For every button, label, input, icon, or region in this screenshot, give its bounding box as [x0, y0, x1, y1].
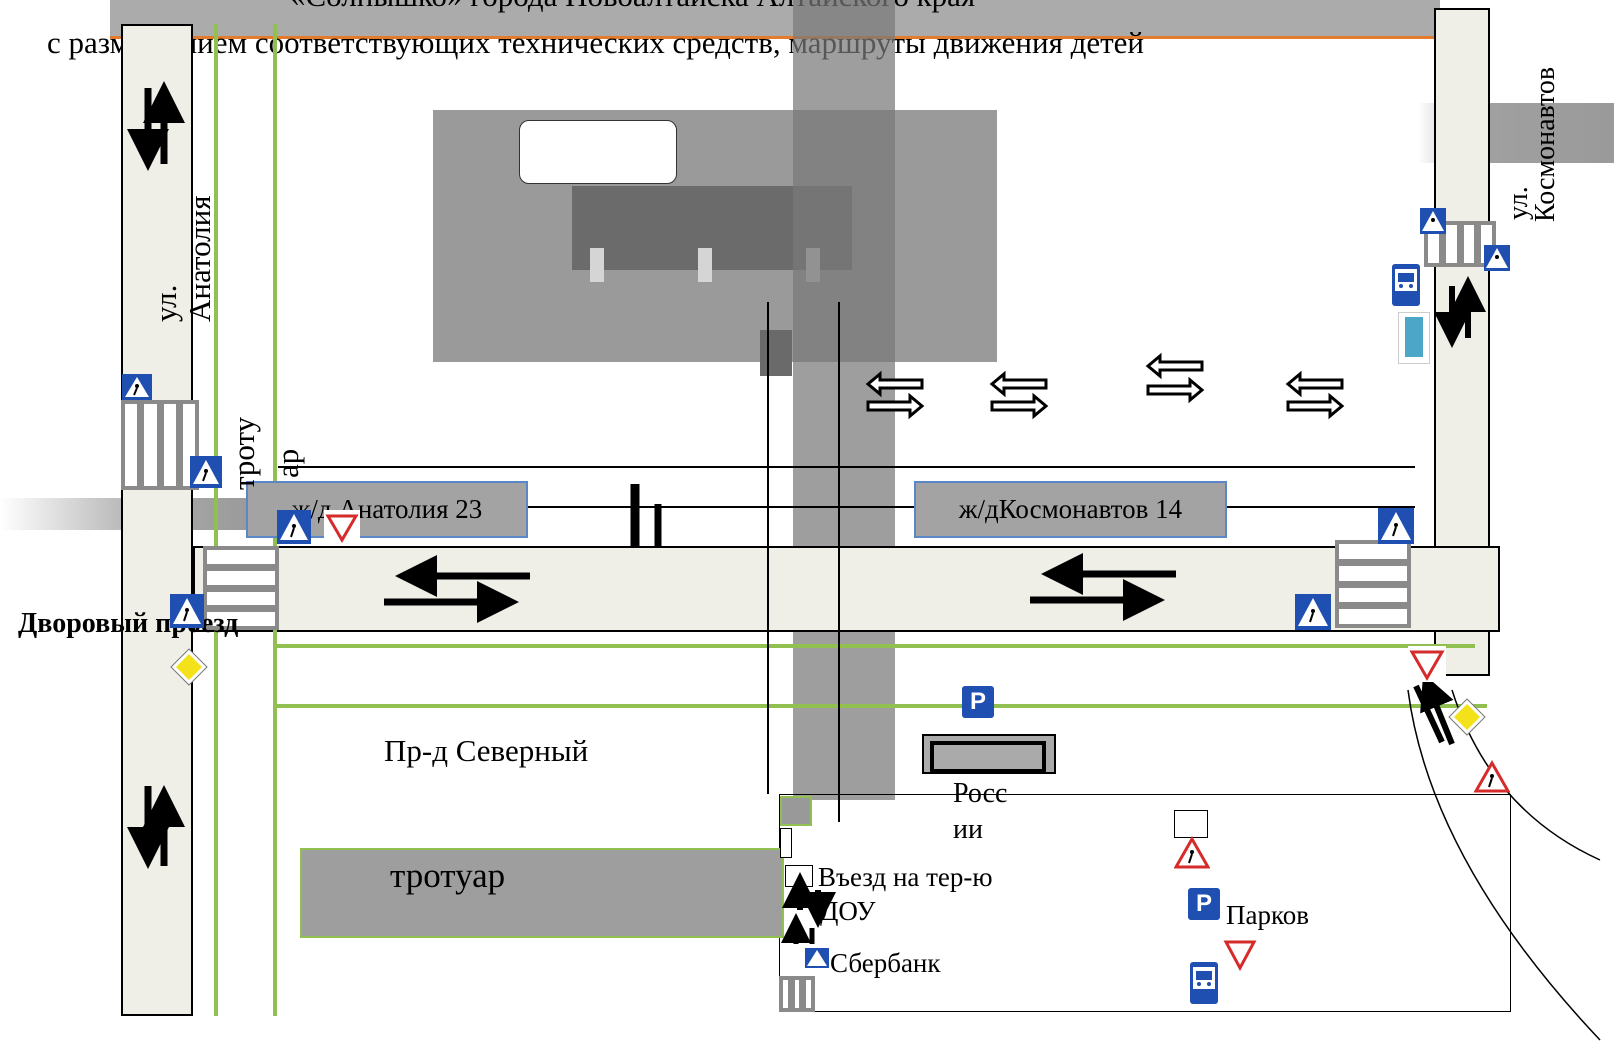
- bus-stop-sign-icon: [1190, 962, 1218, 1004]
- parked-car: [922, 734, 1056, 774]
- small-box: [1174, 810, 1208, 838]
- sidewalk-line: [214, 24, 218, 1016]
- pedestrian-crossing-sign-icon: [1378, 508, 1414, 544]
- yield-sign-icon: [1223, 940, 1257, 972]
- rossii-label-2: ии: [953, 814, 983, 845]
- building-small-square: [760, 330, 792, 376]
- boundary-line: [278, 466, 1415, 468]
- pedestrian-crossing-sign-icon: [1420, 208, 1446, 234]
- building-post: [590, 248, 604, 282]
- parking-label: Парков: [1226, 900, 1309, 930]
- header-band: [110, 0, 1440, 39]
- pedestrian-crossing-sign-icon: [122, 374, 152, 400]
- bus-stop-marker: [1398, 312, 1430, 364]
- building-post: [698, 248, 712, 282]
- house-kosmonavtov-14: ж/дКосмонавтов 14: [914, 481, 1227, 538]
- entrance-label-1: Въезд на тер-ю: [818, 862, 993, 892]
- kindergarten-label-box: [519, 120, 677, 184]
- crosswalk: [1335, 540, 1411, 628]
- yield-sign-icon: [1408, 646, 1446, 682]
- severny-label: Пр-д Северный: [384, 733, 589, 768]
- pedestrian-crossing-sign-icon: [277, 510, 311, 544]
- house-anatoliya-23: ж/д Анатолия 23: [246, 481, 528, 538]
- pedestrian-crossing-sign-icon: [1295, 594, 1331, 630]
- pedestrian-crossing-sign-icon: [190, 456, 222, 488]
- crosswalk: [121, 400, 199, 490]
- small-box: [780, 796, 812, 826]
- boundary-line: [767, 302, 769, 794]
- sidewalk-block: [300, 848, 784, 938]
- parking-sign-letter: P: [969, 688, 986, 715]
- pedestrian-crossing-sign-icon: [170, 594, 204, 628]
- sidewalk-line: [277, 644, 1475, 648]
- bus-stop-sign-icon: [1392, 264, 1420, 306]
- yield-sign-icon: [324, 510, 360, 544]
- crosswalk: [779, 976, 815, 1012]
- parking-sign-icon: P: [962, 686, 994, 718]
- boundary-line: [278, 506, 1415, 508]
- pedestrian-crossing-sign-icon: [805, 948, 829, 968]
- crosswalk: [203, 546, 279, 630]
- children-warning-sign-icon: [1174, 836, 1210, 869]
- pedestrian-crossing-sign-icon: [1484, 245, 1510, 271]
- sidewalk-label: тротуар: [390, 856, 506, 895]
- small-box: [780, 828, 792, 858]
- rossii-label-1: Росс: [953, 778, 1008, 809]
- sidewalk-line: [277, 704, 1487, 708]
- title-line-2: с размещением соответствующих технически…: [47, 25, 1145, 60]
- children-warning-sign-icon: [1474, 760, 1510, 793]
- boundary-line: [838, 302, 840, 822]
- sberbank-label: Сбербанк: [830, 948, 941, 978]
- main-road-sign-icon: [170, 648, 208, 686]
- passage-grey-stripe: [793, 0, 895, 800]
- parking-sign-icon: P: [1188, 888, 1220, 920]
- main-road-sign-icon: [1448, 698, 1486, 736]
- parking-sign-letter: P: [1195, 890, 1212, 917]
